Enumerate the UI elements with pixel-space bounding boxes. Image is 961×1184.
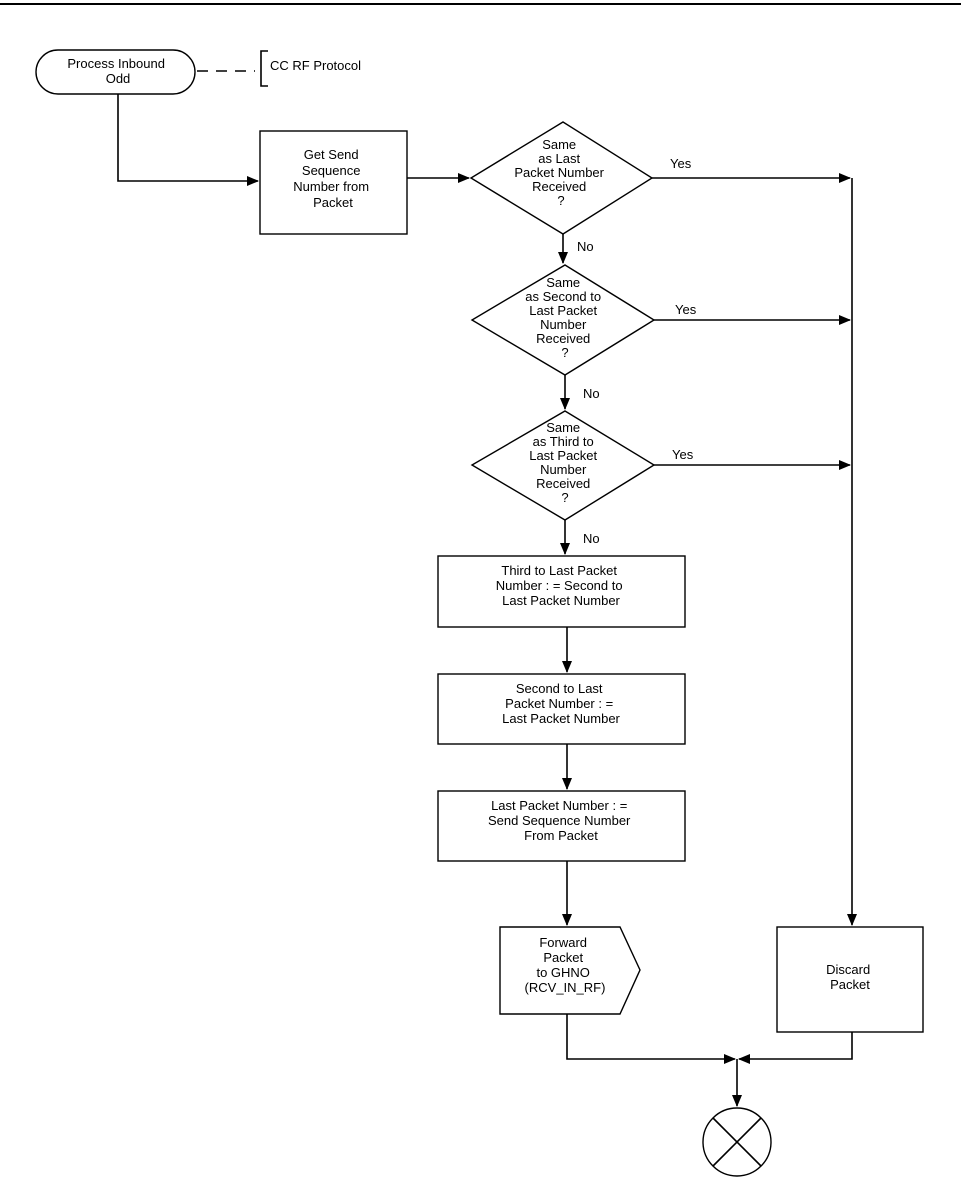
decision-same-as-last[interactable]: Same as Last Packet Number Received ?: [469, 121, 654, 235]
get-sequence-text: Get Send Sequence Number from Packet: [293, 147, 372, 210]
decision-2-text: Same as Second to Last Packet Number Rec…: [525, 275, 605, 360]
yes-label-3: Yes: [672, 447, 694, 462]
annotation-bracket: [260, 50, 268, 87]
assign-second-text: Second to Last Packet Number : = Last Pa…: [502, 681, 620, 726]
get-sequence-box[interactable]: Get Send Sequence Number from Packet: [259, 130, 408, 235]
start-terminator[interactable]: Process Inbound Odd: [35, 49, 196, 95]
no-label-1: No: [577, 239, 594, 254]
start-text: Process Inbound Odd: [67, 56, 168, 86]
yes-label-1: Yes: [670, 156, 692, 171]
forward-text: Forward Packet to GHNO (RCV_IN_RF): [525, 935, 606, 995]
no-label-3: No: [583, 531, 600, 546]
assign-second-to-last-box[interactable]: Second to Last Packet Number : = Last Pa…: [437, 673, 686, 745]
arrow-forward-to-merge: [566, 1014, 736, 1064]
decision-1-text: Same as Last Packet Number Received ?: [514, 137, 607, 208]
decision-same-as-second-to-last[interactable]: Same as Second to Last Packet Number Rec…: [470, 264, 656, 376]
arrow-start-to-get-seq: [117, 94, 259, 186]
annotation-text: CC RF Protocol: [270, 58, 361, 73]
arrow-discard-to-merge: [738, 1032, 853, 1064]
assign-third-text: Third to Last Packet Number : = Second t…: [496, 563, 626, 608]
decision-3-text: Same as Third to Last Packet Number Rece…: [529, 420, 601, 505]
no-label-2: No: [583, 386, 600, 401]
assign-last-packet-box[interactable]: Last Packet Number : = Send Sequence Num…: [437, 790, 686, 862]
discard-text: Discard Packet: [826, 962, 874, 992]
decision-same-as-third-to-last[interactable]: Same as Third to Last Packet Number Rece…: [470, 410, 656, 521]
discard-packet-box[interactable]: Discard Packet: [776, 926, 924, 1033]
assign-last-text: Last Packet Number : = Send Sequence Num…: [488, 798, 634, 843]
forward-packet-shape[interactable]: Forward Packet to GHNO (RCV_IN_RF): [499, 926, 641, 1015]
end-connector[interactable]: [702, 1107, 772, 1177]
assign-third-to-last-box[interactable]: Third to Last Packet Number : = Second t…: [437, 555, 686, 628]
yes-label-2: Yes: [675, 302, 697, 317]
